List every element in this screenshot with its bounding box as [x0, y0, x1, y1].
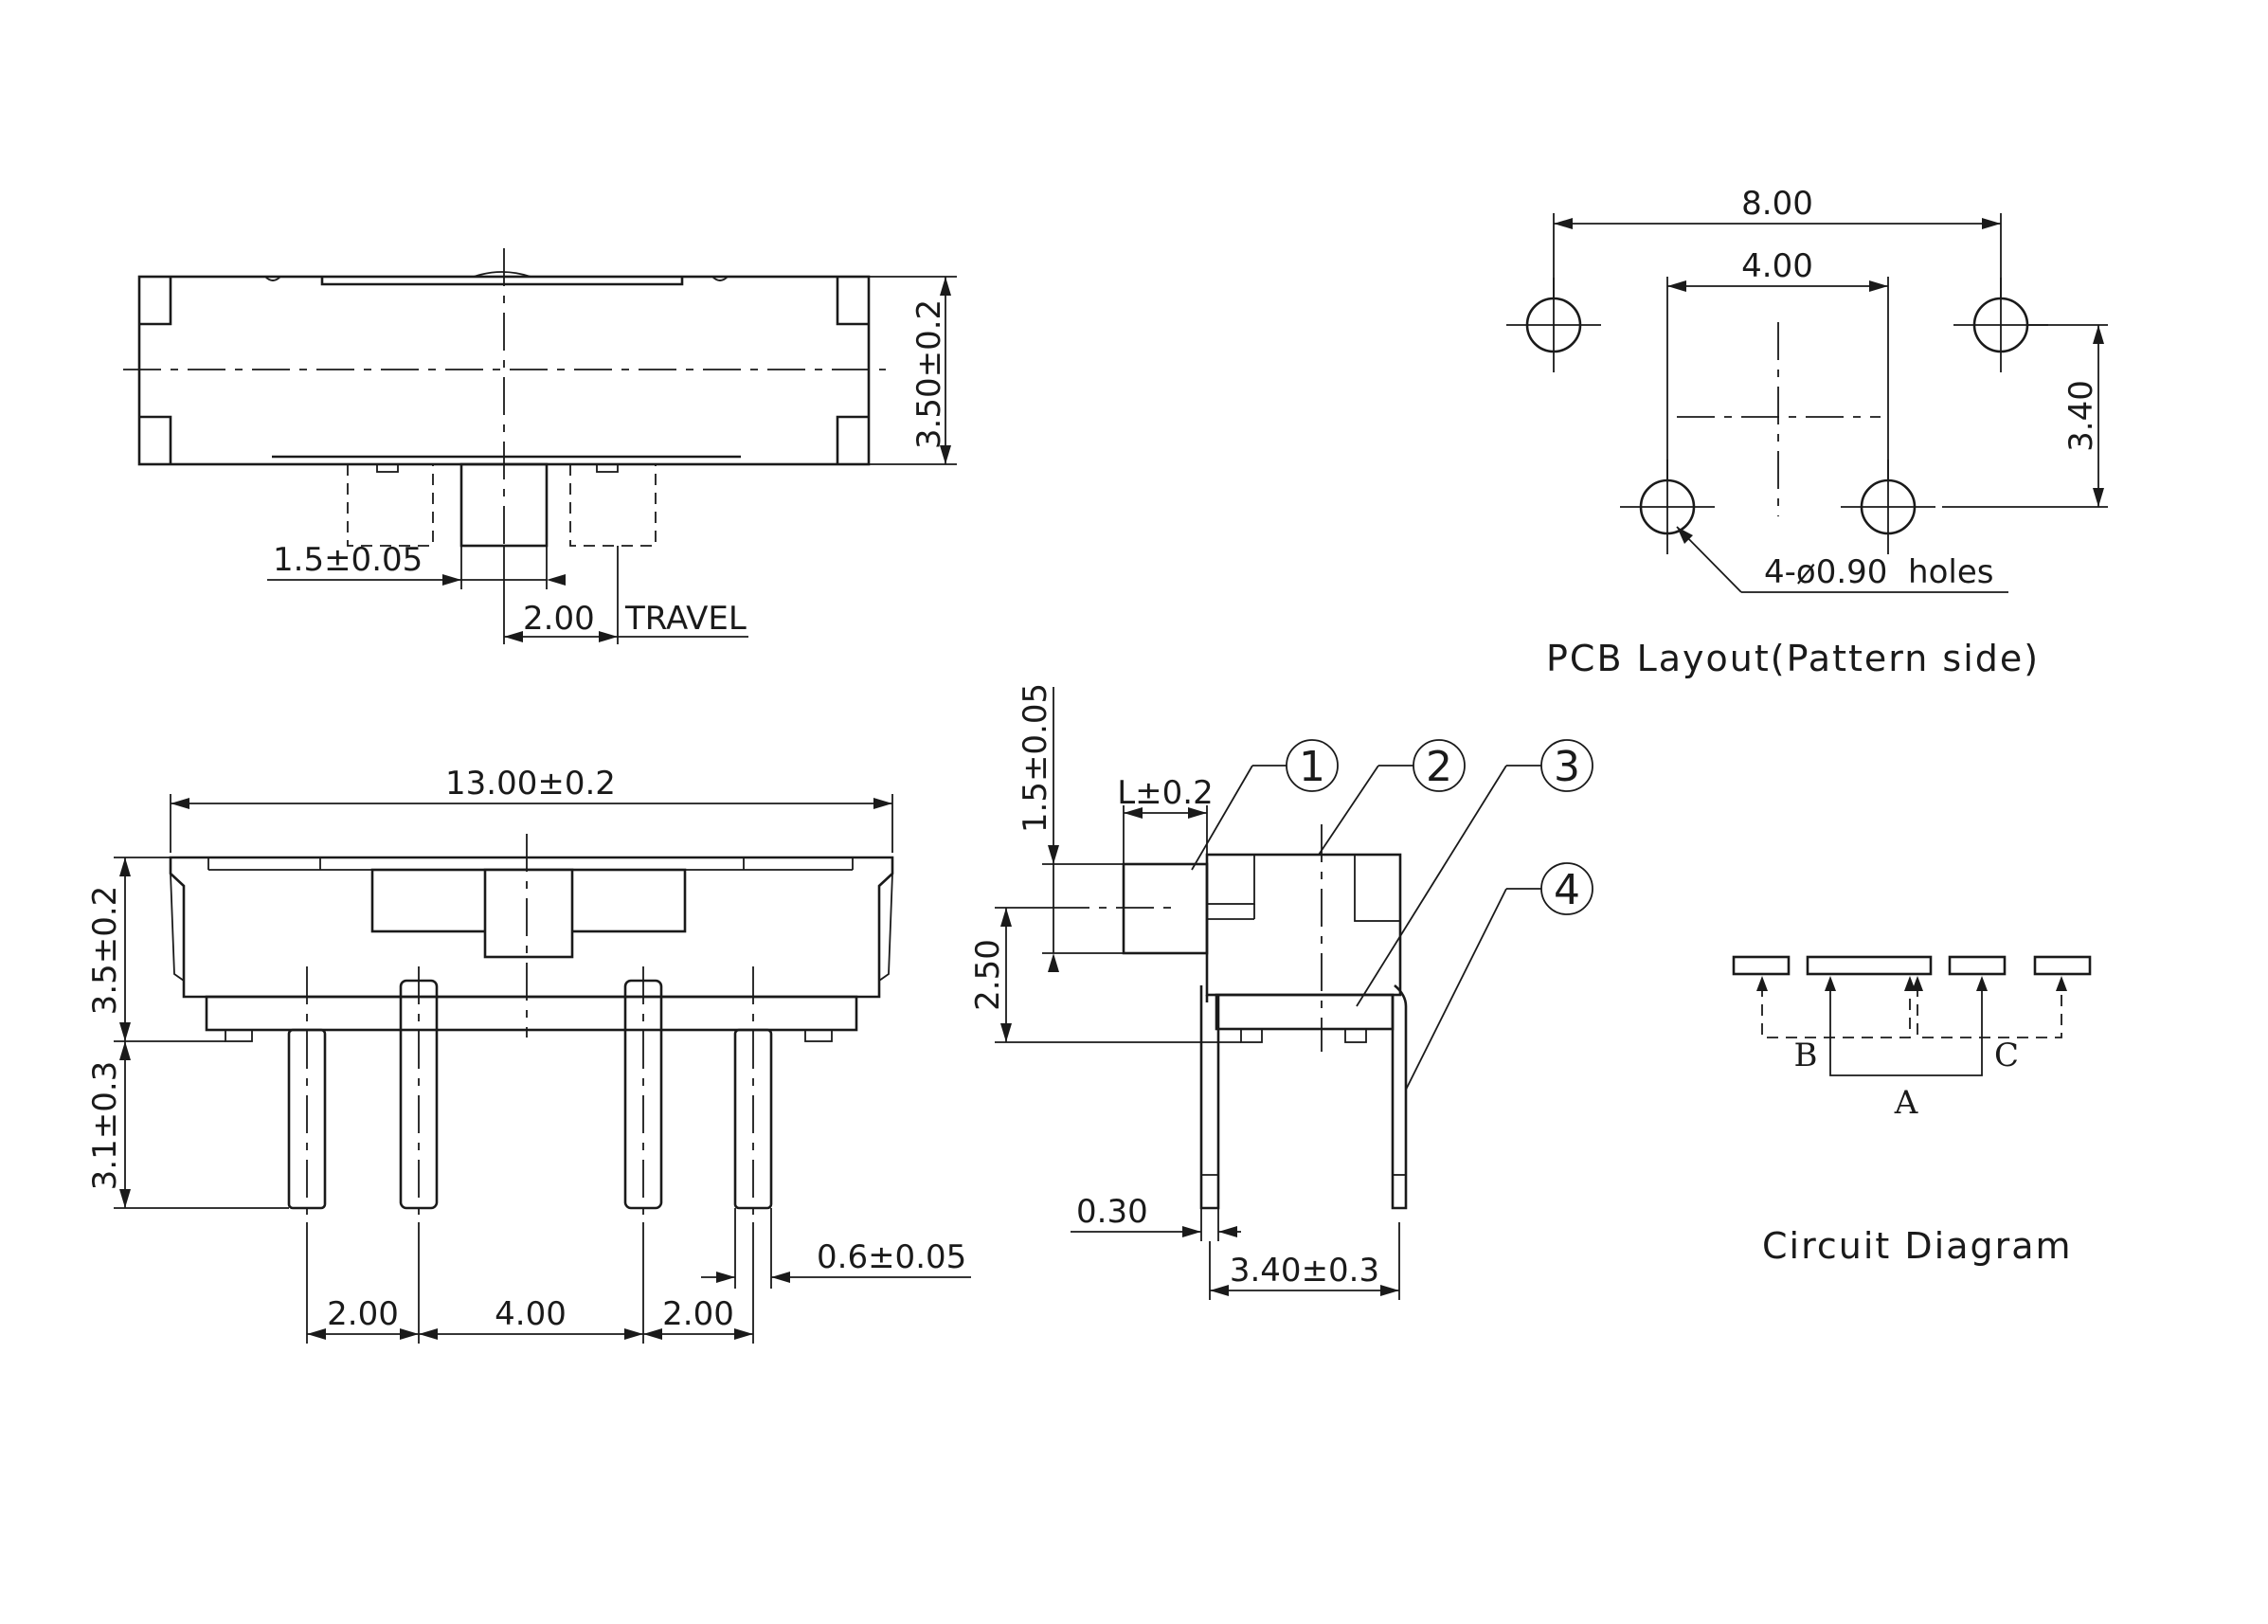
- callout-4: 4: [1405, 862, 1593, 1091]
- pcb-holes-label: 4-ø0.90 holes: [1764, 553, 1993, 591]
- circuit-diagram-caption: Circuit Diagram: [1762, 1225, 2073, 1267]
- pcb-outer-dim: 8.00: [1741, 185, 1813, 223]
- side-height-dim: 2.50: [969, 939, 1007, 1011]
- circuit-diagram: B C A Circuit Diagram: [1732, 955, 2092, 1267]
- callout-2: 2: [1318, 739, 1466, 856]
- callout-3: 3: [1356, 739, 1593, 1007]
- top-travel-label: TRAVEL: [624, 600, 747, 638]
- circuit-label-c: C: [1994, 1037, 2019, 1074]
- front-pin-length-dim: 3.1±0.3: [86, 1061, 124, 1191]
- top-knob-width-dim: 1.5±0.05: [273, 541, 423, 579]
- front-pitch-3: 2.00: [662, 1295, 734, 1333]
- side-view: 1.5±0.05 L±0.2 2.50 0.30 3.40±0.3: [969, 683, 1593, 1300]
- callout-4-number: 4: [1554, 866, 1580, 914]
- callout-1: 1: [1191, 739, 1339, 871]
- top-travel-dim: 2.00: [523, 600, 595, 638]
- front-length-dim: 13.00±0.2: [445, 765, 616, 803]
- circuit-label-a: A: [1894, 1084, 1918, 1122]
- circuit-label-b: B: [1794, 1037, 1818, 1074]
- callout-3-number: 3: [1554, 743, 1580, 791]
- front-pitch-1: 2.00: [327, 1295, 399, 1333]
- pcb-layout-caption: PCB Layout(Pattern side): [1546, 638, 2040, 679]
- front-body-height-dim: 3.5±0.2: [86, 886, 124, 1016]
- pcb-row-dim: 3.40: [2062, 380, 2100, 452]
- top-view: 3.50±0.2 1.5±0.05 2.00 TRAVEL: [123, 248, 957, 644]
- callout-1-number: 1: [1299, 743, 1325, 791]
- front-pitch-2: 4.00: [495, 1295, 567, 1333]
- callout-2-number: 2: [1426, 743, 1452, 791]
- side-pin-span-dim: 3.40±0.3: [1230, 1252, 1379, 1290]
- side-knob-height-dim: 1.5±0.05: [1017, 683, 1054, 833]
- pcb-inner-dim: 4.00: [1741, 247, 1813, 285]
- pcb-layout: 8.00 4.00 3.40 4-ø0.90 holes PCB Layout(…: [1506, 185, 2108, 679]
- side-knob-length-dim: L±0.2: [1117, 774, 1214, 812]
- top-height-dim: 3.50±0.2: [910, 299, 948, 449]
- front-pin-width-dim: 0.6±0.05: [817, 1238, 966, 1276]
- side-pin-thickness-dim: 0.30: [1076, 1193, 1148, 1231]
- front-view: 13.00±0.2 3.5±0.2 3.1±0.3 0.6±0.05: [86, 765, 971, 1344]
